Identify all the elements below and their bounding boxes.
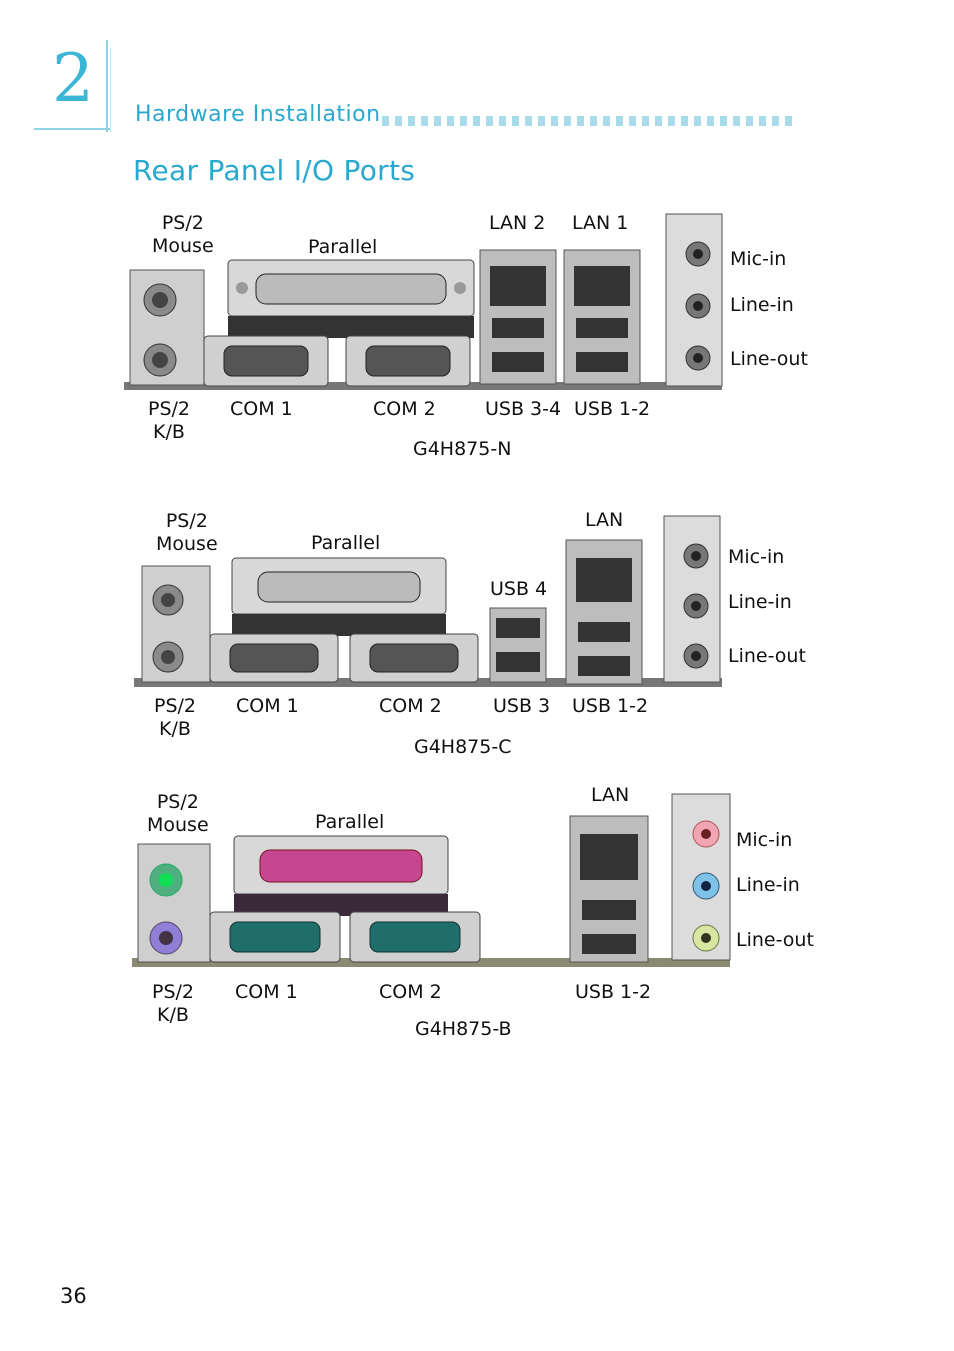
label-usb34: USB 3-4 xyxy=(485,398,562,420)
label-lan: LAN xyxy=(591,784,630,806)
label-com1: COM 1 xyxy=(230,398,293,420)
page-number: 36 xyxy=(60,1284,87,1308)
section-heading: Hardware Installation xyxy=(135,102,381,127)
label-com2: COM 2 xyxy=(379,695,442,717)
rear-panel-image-b xyxy=(132,793,731,967)
label-parallel: Parallel xyxy=(315,811,385,833)
label-ps2-mouse: PS/2 Mouse xyxy=(147,791,209,836)
label-line-out: Line-out xyxy=(730,348,808,370)
model-name: G4H875-C xyxy=(414,736,512,758)
dotted-rule xyxy=(382,116,798,126)
chapter-divider xyxy=(106,40,108,132)
label-ps2-mouse: PS/2 Mouse xyxy=(156,510,218,555)
label-com2: COM 2 xyxy=(373,398,436,420)
label-lan1: LAN 1 xyxy=(572,212,629,234)
model-name: G4H875-N xyxy=(413,438,512,460)
label-line-in: Line-in xyxy=(730,294,794,316)
label-line-in: Line-in xyxy=(736,874,800,896)
label-usb12: USB 1-2 xyxy=(574,398,651,420)
label-mic-in: Mic-in xyxy=(736,829,793,851)
label-usb3: USB 3 xyxy=(493,695,551,717)
label-ps2-kb: PS/2 K/B xyxy=(148,398,191,443)
label-line-out: Line-out xyxy=(728,645,806,667)
label-com1: COM 1 xyxy=(236,695,299,717)
label-line-out: Line-out xyxy=(736,929,814,951)
label-ps2-kb: PS/2 K/B xyxy=(152,981,195,1026)
label-com2: COM 2 xyxy=(379,981,442,1003)
label-parallel: Parallel xyxy=(311,532,381,554)
model-name: G4H875-B xyxy=(415,1018,512,1040)
rear-panel-image-n xyxy=(124,213,723,390)
label-mic-in: Mic-in xyxy=(730,248,787,270)
chapter-divider-shadow xyxy=(110,48,111,132)
label-mic-in: Mic-in xyxy=(728,546,785,568)
label-usb12: USB 1-2 xyxy=(575,981,652,1003)
label-ps2-kb: PS/2 K/B xyxy=(154,695,197,740)
label-parallel: Parallel xyxy=(308,236,378,258)
label-usb12: USB 1-2 xyxy=(572,695,649,717)
label-ps2-mouse: PS/2 Mouse xyxy=(152,212,214,257)
page-title: Rear Panel I/O Ports xyxy=(133,154,416,187)
label-lan: LAN xyxy=(585,509,624,531)
label-usb4: USB 4 xyxy=(490,578,548,600)
chapter-underline xyxy=(34,128,110,130)
rear-panel-image-c xyxy=(134,515,722,687)
label-line-in: Line-in xyxy=(728,591,792,613)
chapter-number: 2 xyxy=(52,40,94,117)
label-lan2: LAN 2 xyxy=(489,212,546,234)
label-com1: COM 1 xyxy=(235,981,298,1003)
